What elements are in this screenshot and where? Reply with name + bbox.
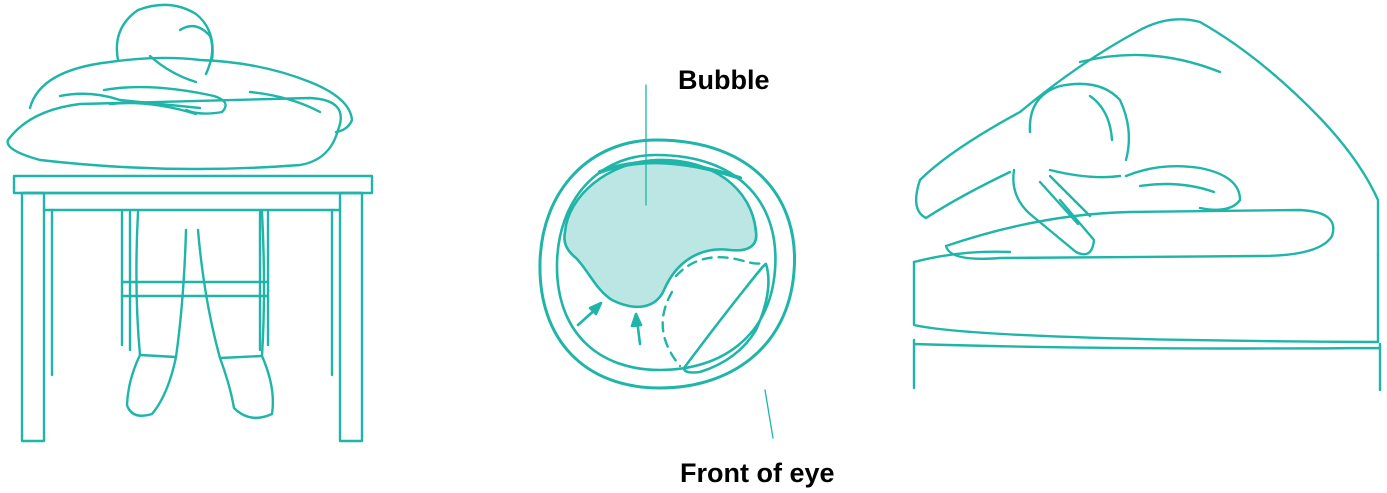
gas-bubble: [564, 160, 756, 307]
front-of-eye-label: Front of eye: [680, 458, 835, 488]
table-leg-left: [22, 193, 44, 441]
front-of-eye-leader-line: [765, 390, 773, 438]
fluid-boundary: [663, 257, 764, 366]
table-top: [14, 176, 372, 193]
table-leg-right: [340, 193, 362, 441]
mattress: [914, 255, 1378, 342]
bed-base: [914, 340, 1380, 390]
bubble-label: Bubble: [678, 65, 770, 95]
pressure-arrows: [578, 303, 641, 344]
eye-cross-section-icon: [540, 85, 795, 438]
person-lying-face-down-in-bed-icon: [914, 19, 1380, 390]
person-sitting-face-down-at-table-icon: [8, 5, 372, 441]
